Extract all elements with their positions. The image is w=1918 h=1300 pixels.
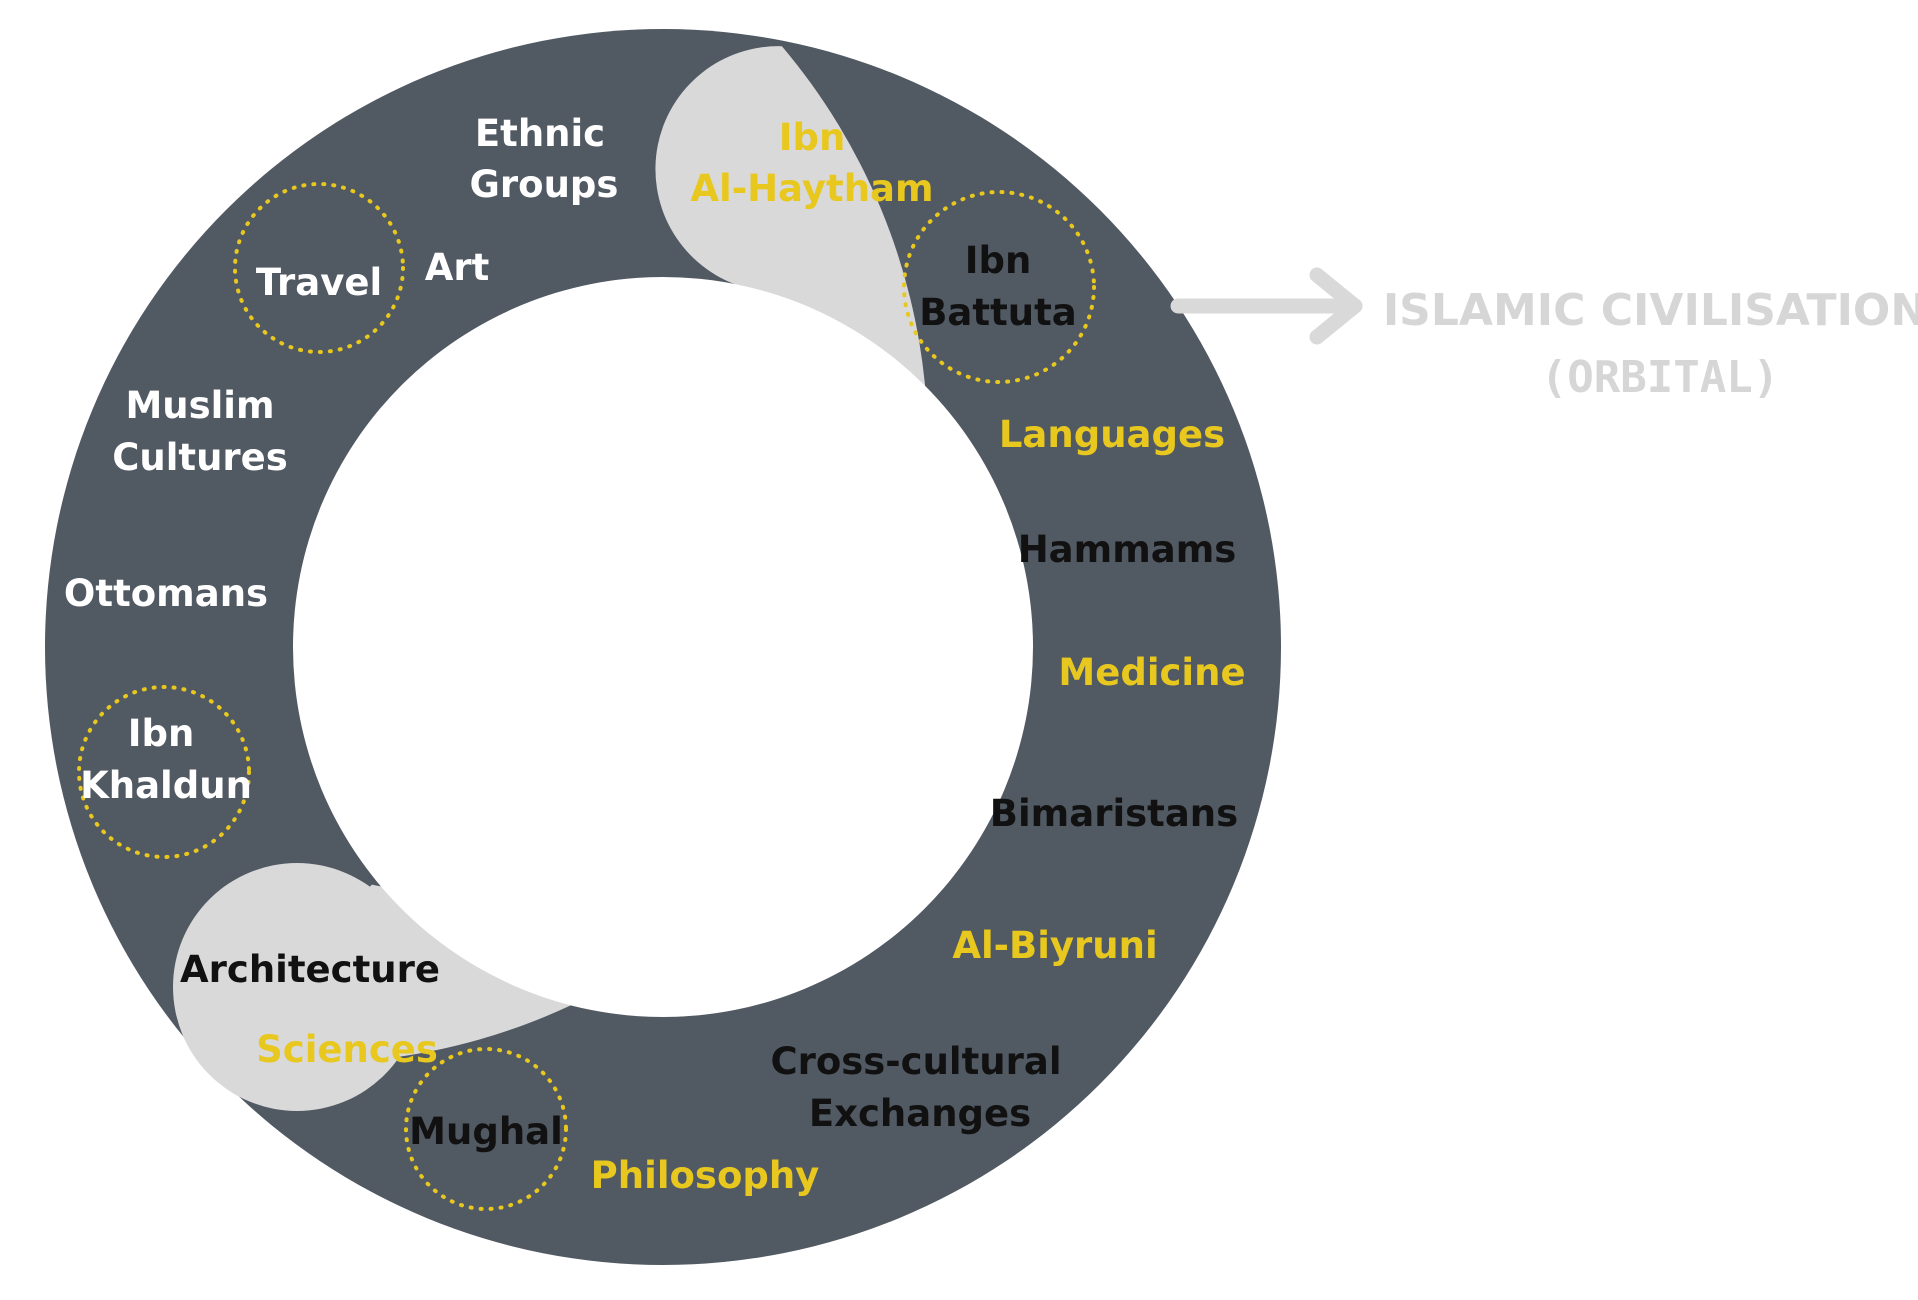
label-ibn-battuta-line1: Ibn (965, 239, 1032, 282)
inner-hole (293, 277, 1033, 1017)
label-ibn-khaldun-line1: Ibn (128, 712, 195, 755)
label-muslim-cultures-line2: Cultures (112, 436, 288, 479)
label-hammams: Hammams (1018, 528, 1237, 571)
label-bimaristans: Bimaristans (990, 792, 1238, 835)
label-art: Art (425, 246, 490, 289)
label-ottomans: Ottomans (64, 572, 268, 615)
label-ethnic-groups-line1: Ethnic (475, 112, 605, 155)
arrow-right-icon (1170, 267, 1363, 345)
travel-highlight-circle (233, 182, 405, 354)
label-ibn-khaldun-line2: Khaldun (80, 764, 252, 807)
label-languages: Languages (999, 413, 1225, 456)
label-ethnic-groups-line2: Groups (470, 163, 619, 206)
label-ibn-al-haytham-line1: Ibn (779, 116, 846, 159)
diagram-subtitle: (ORBITAL) (1541, 352, 1779, 403)
label-ibn-battuta-line2: Battuta (919, 291, 1077, 334)
ibn-khaldun-highlight-circle (77, 685, 251, 859)
light-ring-cap (173, 863, 421, 1111)
label-mughal: Mughal (409, 1110, 563, 1153)
label-muslim-cultures-line1: Muslim (125, 384, 274, 427)
label-architecture: Architecture (180, 948, 440, 991)
label-medicine: Medicine (1058, 651, 1245, 694)
mughal-highlight-circle (404, 1047, 568, 1211)
diagram-title: ISLAMIC CIVILISATION (1383, 285, 1918, 336)
ibn-battuta-highlight-circle (902, 190, 1096, 384)
label-al-biyruni: Al-Biyruni (952, 924, 1157, 967)
label-cross-cultural-line1: Cross-cultural (770, 1040, 1061, 1083)
label-philosophy: Philosophy (591, 1154, 820, 1197)
label-ibn-al-haytham-line2: Al-Haytham (690, 167, 933, 210)
label-travel: Travel (256, 261, 382, 304)
label-sciences: Sciences (256, 1028, 438, 1071)
label-cross-cultural-line2: Exchanges (809, 1092, 1031, 1135)
